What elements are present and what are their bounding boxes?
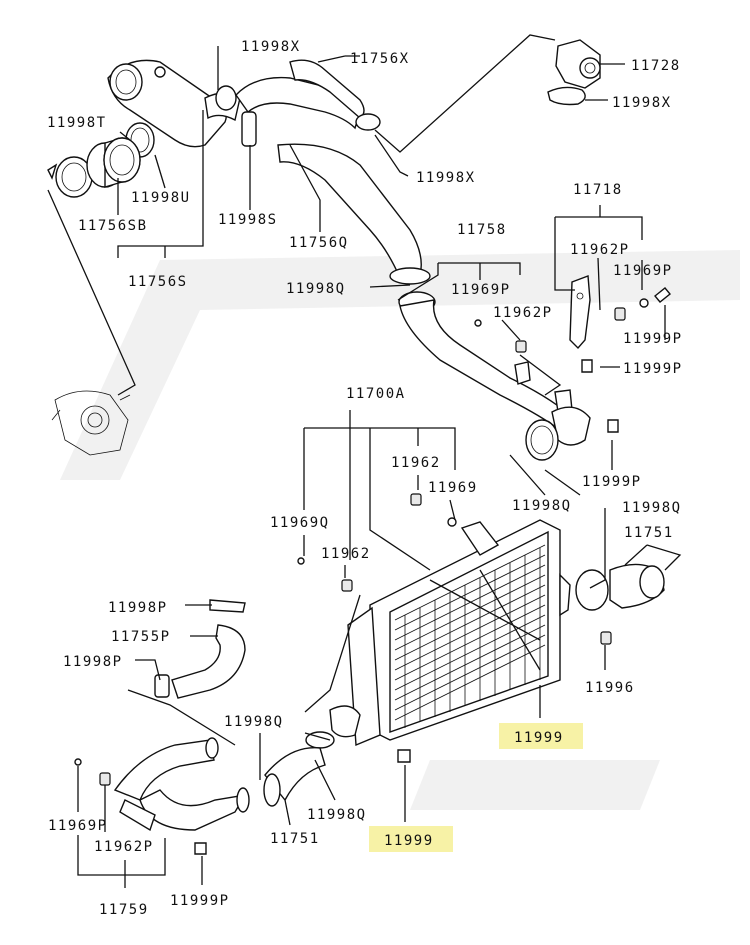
hose-clamp-11998u: [47, 156, 93, 198]
label-11998u: 11998U: [131, 190, 191, 206]
label-11998x-mid: 11998X: [416, 170, 476, 186]
label-11756q: 11756Q: [289, 235, 349, 251]
label-11718: 11718: [573, 182, 623, 198]
label-11998q-d: 11998Q: [224, 714, 284, 730]
label-11756sb: 11756SB: [78, 218, 148, 234]
label-11759: 11759: [99, 902, 149, 918]
label-11996: 11996: [585, 680, 635, 696]
watermark: [60, 250, 740, 810]
label-11962-a: 11962: [391, 455, 441, 471]
hose-clamp-11998s: [241, 111, 257, 147]
label-11999-b: 11999: [384, 833, 434, 849]
hose-11756x: [215, 59, 381, 131]
label-11751-a: 11751: [624, 525, 674, 541]
label-11998x-right: 11998X: [612, 95, 672, 111]
label-11969p-c: 11969P: [48, 818, 108, 834]
label-11756s: 11756S: [128, 274, 188, 290]
label-11962p-a: 11962P: [570, 242, 630, 258]
bracket-11718: [569, 275, 591, 350]
label-11998q-a: 11998Q: [286, 281, 346, 297]
label-11969p-a: 11969P: [613, 263, 673, 279]
hose-11755p: [154, 599, 246, 699]
highlight-11999-a: [499, 723, 583, 749]
label-11969q: 11969Q: [270, 515, 330, 531]
label-11999p-c: 11999P: [582, 474, 642, 490]
label-11700a: 11700A: [346, 386, 406, 402]
part-labels: 11998X 11756X 11728 11998X 11998T 11998X…: [47, 39, 683, 918]
label-11999-a: 11999: [514, 730, 564, 746]
highlight-11999-b: [369, 826, 453, 852]
label-11751-b: 11751: [270, 831, 320, 847]
pipe-11758: [398, 291, 577, 431]
label-11962p-b: 11962P: [493, 305, 553, 321]
label-11756x: 11756X: [350, 51, 410, 67]
label-11962p-c: 11962P: [94, 839, 154, 855]
valve-11728: [547, 39, 601, 106]
label-11998p-b: 11998P: [63, 654, 123, 670]
label-11999p-d: 11999P: [170, 893, 230, 909]
label-11755p: 11755P: [111, 629, 171, 645]
label-11999p-b: 11999P: [623, 361, 683, 377]
label-11962-b: 11962: [321, 546, 371, 562]
label-11969p-b: 11969P: [451, 282, 511, 298]
label-11998p-a: 11998P: [108, 600, 168, 616]
leader-lines: [47, 34, 682, 888]
fasteners: [74, 287, 671, 855]
label-11998s: 11998S: [218, 212, 278, 228]
hose-11751-left: [263, 731, 335, 807]
label-11998q-c: 11998Q: [622, 500, 682, 516]
label-11758: 11758: [457, 222, 507, 238]
hose-11756q: [277, 143, 431, 285]
intercooler-core: [329, 519, 571, 747]
label-11998t: 11998T: [47, 115, 107, 131]
hose-11756sb: [86, 137, 141, 188]
pipe-11759: [113, 737, 250, 832]
engine-reference-sketch: [51, 390, 131, 456]
hose-11751-right: [575, 563, 665, 611]
label-11998q-b: 11998Q: [512, 498, 572, 514]
elbow-pipe-outlet: [525, 406, 591, 461]
label-11998x-top: 11998X: [241, 39, 301, 55]
label-11998q-e: 11998Q: [307, 807, 367, 823]
label-11969: 11969: [428, 480, 478, 496]
label-11728: 11728: [631, 58, 681, 74]
label-11999p-a: 11999P: [623, 331, 683, 347]
